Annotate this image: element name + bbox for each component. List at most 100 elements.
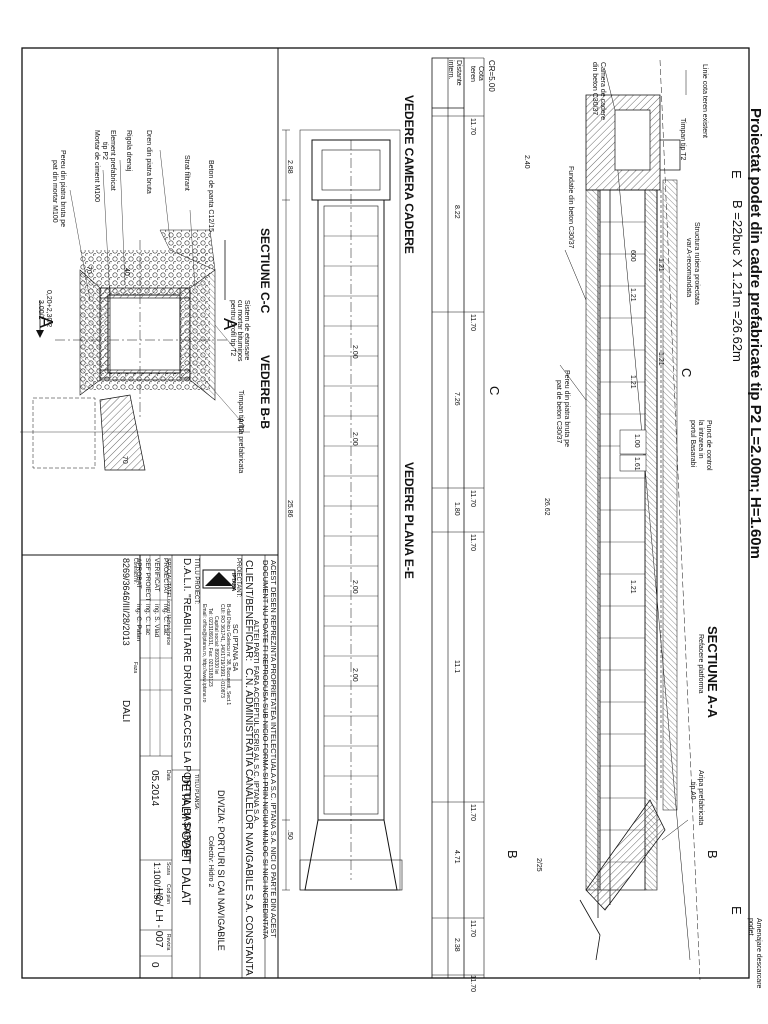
view-camera-title: VEDERE CAMERA CADERE <box>402 95 416 254</box>
label-fundatie: Fundatie din beton C30/37 <box>567 166 574 249</box>
segment-label-2: 1.21 <box>629 288 636 302</box>
label-linie-cota: Linie cota teren existent <box>701 64 708 138</box>
distance-4: 11.1 <box>453 660 460 674</box>
marker-b-right: B <box>705 850 720 859</box>
plan-dim-3: .50 <box>286 830 293 840</box>
segment-label-3: 1.21 <box>629 375 636 389</box>
faza-label: Faza <box>132 662 138 674</box>
label-sistem-etansare: Sistem de etansare <box>243 300 250 361</box>
segment-label-1: 600 <box>629 250 636 262</box>
dim-s-1: 0,20+2,30/2 <box>45 290 52 328</box>
label-rigola: Rigola drenaj <box>125 130 132 172</box>
marker-c-bottom: C <box>487 386 502 396</box>
label-aripa-3: Aripa prefabricata <box>237 418 244 474</box>
plan-view-e-e <box>282 129 403 891</box>
segment-label-6: 1.21 <box>657 258 664 272</box>
label-pereu-3: Pereu din piatra bruta pe <box>59 150 66 228</box>
logo-text: IPTANA <box>230 573 236 592</box>
label-pereu-1: Pereu din piatra bruta pe <box>563 370 570 448</box>
distance-3: 1.80 <box>453 502 460 516</box>
revizia-value: 0 <box>149 962 160 968</box>
profile-header-cota: Cota <box>477 66 484 81</box>
label-pat-2: pat din mortar M100 <box>51 160 58 223</box>
profile-header-distante: Distante <box>455 60 462 86</box>
elevation-6: 11.70 <box>469 920 476 937</box>
distance-2: 7.26 <box>453 392 460 406</box>
client-label: CLIENT/BENEFICIAR: <box>243 560 254 662</box>
label-camera-cadere: Camera de cadere <box>599 62 606 120</box>
elevation-3: 11.70 <box>469 490 476 507</box>
interior-dim-1: 2.00 <box>351 345 358 359</box>
dim-40: 40 <box>123 268 130 276</box>
label-tip-p2: tip P2 <box>101 142 108 160</box>
marker-b-left: B <box>505 850 520 859</box>
label-beton-panta: Beton de panta C12/15 <box>207 160 214 233</box>
label-amenajare-1: Amenajare descarcare <box>755 918 762 989</box>
section-c-c-title: SECTIUNE C-C <box>258 228 272 314</box>
dim-70-b: 70 <box>121 456 128 464</box>
distance-6: 2.38 <box>453 938 460 952</box>
title-block <box>139 554 279 979</box>
label-camera-cadere-2: din beton C30/37 <box>591 62 598 116</box>
role-proiectat: PROIECTAT <box>162 558 169 595</box>
colectiv: Colectiv: Hidro 2 <box>207 836 214 888</box>
segment-label-4: 1.21 <box>657 352 664 366</box>
data-label: Data <box>165 770 171 781</box>
marker-c-top: C <box>679 368 694 378</box>
plan-dim-1: 2.88 <box>286 160 293 174</box>
company-name: SC IPTANA SA <box>231 624 238 672</box>
section-dim-2: 1.61 <box>633 457 640 471</box>
main-title: Proiectat podet din cadre prefabricate t… <box>747 108 764 559</box>
interior-dim-2: 2.00 <box>351 432 358 446</box>
interior-dim-3: 2.00 <box>351 580 358 594</box>
label-pentru: pentru profil tip T2 <box>229 300 236 357</box>
faza-value: DALI <box>120 700 131 723</box>
elevation-4: 11.70 <box>469 534 476 551</box>
label-mortar: cu mortar bituminos <box>236 300 243 362</box>
cod-label: Cod plan <box>165 884 171 905</box>
dim-70-a: 70 <box>85 266 92 274</box>
label-amenajare-2: podet <box>747 918 754 936</box>
elevation-1: 11.70 <box>469 118 476 135</box>
titlu-plansa-label: TITLU PLANSA: <box>193 774 199 811</box>
plan-dim-2: 25.86 <box>286 500 293 518</box>
label-punct-control-3: portul Basarabi <box>689 420 696 468</box>
name-sef-proiect: ing. C. Lac <box>144 604 151 636</box>
data-value: 05.2014 <box>149 770 160 807</box>
label-aripa-2: tip A0 <box>689 782 696 800</box>
sheet-frame <box>21 47 750 979</box>
divizia: DIVIZIA: PORTURI SI CAI NAVIGABILE <box>216 790 226 951</box>
elevation-5: 11.70 <box>469 804 476 821</box>
company-addr-2: CUI: RO 361741, J40/1719/1991 - 010873 <box>219 604 225 698</box>
logo-mark <box>205 572 233 586</box>
notice-line-2: DOCUMENT NU POATE FI REPRODUSA SUB NICIO… <box>261 560 270 939</box>
titlu-plansa: DETALII PODET DALAT <box>179 775 193 906</box>
section-dim-4: 2.40 <box>523 155 530 169</box>
cod-value: H2 / LH - 007 <box>153 888 164 948</box>
revizia-label: Revizia <box>165 934 171 951</box>
section-dim-5: 2/25 <box>535 858 542 872</box>
distance-5: 4.71 <box>453 850 460 864</box>
marker-e-top: E <box>729 170 744 179</box>
label-aripa-1: Aripa prefabricata <box>697 770 704 826</box>
profile-header-cr: CR=5.00 <box>487 60 496 92</box>
company-addr-5: Email: office@iptana.ro, http://www.ipta… <box>201 604 207 703</box>
distance-1: 8.22 <box>453 205 460 219</box>
elevation-2: 11.70 <box>469 314 476 331</box>
segment-label-5: 1.21 <box>629 580 636 594</box>
name-aprobat: ing. C. Palan <box>135 604 142 642</box>
label-mortar-2: Mortar de ciment M100 <box>93 130 100 202</box>
section-dim-1: 1.00 <box>633 434 640 448</box>
elevation-7: 11.70 <box>469 975 476 992</box>
label-punct-control-2: la intrarea in <box>697 420 704 459</box>
main-subtitle: B =22buc X 1.21m =26.62m <box>730 200 745 362</box>
company-addr-3: Capital social: 8993330 lei <box>213 616 219 675</box>
label-structura: Structura rutiera proiectata <box>693 222 700 305</box>
label-timpan: Timpan tip T2 <box>679 118 686 161</box>
titlu-proiect-label: TITLU PROIECT: <box>193 558 199 605</box>
company-addr-1: B-dul Dinicu Golescu nr. 38, Bucuresti, … <box>225 604 231 706</box>
role-verificat: VERIFICAT <box>153 558 160 592</box>
client-name: C.N. ADMINISTRATIA CANALELOR NAVIGABILE … <box>243 668 254 976</box>
profile-header-teren: teren <box>469 66 476 82</box>
